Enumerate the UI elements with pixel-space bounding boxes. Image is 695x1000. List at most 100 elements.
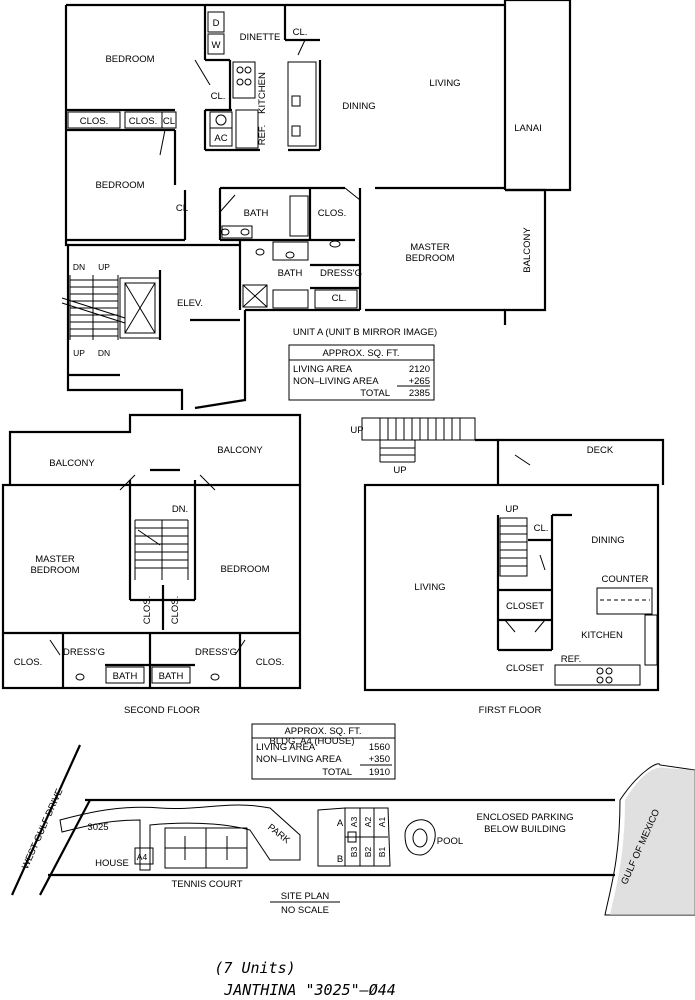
table-value: 1560 <box>369 742 390 753</box>
label-pool: POOL <box>437 836 463 847</box>
label-closet: CLOSET <box>506 601 544 612</box>
table-value: +350 <box>369 754 390 765</box>
label-bath: BATH <box>159 671 184 682</box>
first-floor-plan <box>361 417 665 692</box>
label-deck: DECK <box>587 445 614 456</box>
label-down: DN. <box>172 504 188 515</box>
label-house: HOUSE <box>95 858 129 869</box>
second-floor-caption: SECOND FLOOR <box>124 705 200 716</box>
label-unit-a1: A1 <box>377 817 387 828</box>
label-ref: REF. <box>257 125 268 146</box>
label-closet: CLOS. <box>256 657 285 668</box>
label-address: 3025 <box>87 822 108 833</box>
first-floor-caption: FIRST FLOOR <box>479 705 542 716</box>
label-parking: ENCLOSED PARKING <box>477 812 574 823</box>
label-closet: CL <box>163 116 175 127</box>
label-closet: CL <box>176 203 188 214</box>
label-unit-a2: A2 <box>363 817 373 828</box>
label-parking: BELOW BUILDING <box>484 824 566 835</box>
label-kitchen: KITCHEN <box>581 630 623 641</box>
label-closet: CLOS. <box>318 208 347 219</box>
site-plan <box>10 744 695 916</box>
label-dining: DINING <box>342 101 375 112</box>
site-plan-scale: NO SCALE <box>281 905 329 916</box>
label-bedroom: BEDROOM <box>105 54 154 65</box>
label-lanai: LANAI <box>514 123 541 134</box>
site-plan-title: SITE PLAN <box>281 891 330 902</box>
label-up: UP <box>393 465 406 476</box>
label-master-bedroom: BEDROOM <box>405 253 454 264</box>
label-unit-b2: B2 <box>363 847 373 858</box>
label-a4: A4 <box>137 852 148 862</box>
unit-a-area-table: APPROX. SQ. FT. LIVING AREA 2120 NON–LIV… <box>288 344 435 401</box>
label-closet: CLOS. <box>142 596 153 625</box>
label-closet: CL. <box>293 27 308 38</box>
label-dining: DINING <box>591 535 624 546</box>
label-bedroom: BEDROOM <box>220 564 269 575</box>
table-label: TOTAL <box>322 767 352 778</box>
table-label: NON–LIVING AREA <box>293 376 379 387</box>
unit-a-stairs <box>61 275 126 340</box>
units-note: (7 Units) <box>214 959 295 977</box>
label-bath: BATH <box>244 208 269 219</box>
label-dressing: DRESS'G <box>320 268 362 279</box>
label-master: MASTER <box>35 554 75 565</box>
label-unit-a3: A3 <box>349 817 359 828</box>
house-area-table: APPROX. SQ. FT. LIVING AREA 1560 NON–LIV… <box>251 723 396 780</box>
label-building-b: B <box>337 854 343 865</box>
label-counter: COUNTER <box>602 574 649 585</box>
label-balcony: BALCONY <box>217 445 263 456</box>
table-label: TOTAL <box>360 388 390 399</box>
label-dressing: DRESS'G <box>63 647 105 658</box>
unit-a-plan <box>61 0 572 410</box>
label-washer: W <box>212 40 221 51</box>
label-unit-b3: B3 <box>349 847 359 858</box>
table-value: 1910 <box>369 767 390 778</box>
label-closet: CLOS. <box>129 116 158 127</box>
label-up: UP <box>350 425 363 436</box>
label-closet: CL. <box>534 523 549 534</box>
label-closet: CLOS. <box>80 116 109 127</box>
label-closet: CLOSET <box>506 663 544 674</box>
label-building-a: A <box>337 818 344 829</box>
building-caption: BLDG. A4 (HOUSE) <box>270 736 355 747</box>
label-down: DN <box>98 348 110 358</box>
label-up: UP <box>505 504 518 515</box>
label-bath: BATH <box>278 268 303 279</box>
table-value: 2120 <box>409 364 430 375</box>
label-unit-b1: B1 <box>377 847 387 858</box>
label-up: UP <box>98 262 110 272</box>
label-closet: CLOS. <box>14 657 43 668</box>
label-down: DN <box>73 262 85 272</box>
unit-a-caption: UNIT A (UNIT B MIRROR IMAGE) <box>293 327 437 338</box>
table-label: LIVING AREA <box>293 364 353 375</box>
label-master-bedroom: BEDROOM <box>30 565 79 576</box>
table-label: NON–LIVING AREA <box>256 754 342 765</box>
second-floor-plan <box>1 413 302 690</box>
label-living: LIVING <box>429 78 460 89</box>
label-dinette: DINETTE <box>240 32 281 43</box>
label-balcony: BALCONY <box>49 458 95 469</box>
table-header: APPROX. SQ. FT. <box>322 348 399 359</box>
label-bath: BATH <box>113 671 138 682</box>
label-closet: CL. <box>211 91 226 102</box>
property-name: JANTHINA "3025"–Ø44 <box>223 981 396 999</box>
label-living: LIVING <box>414 582 445 593</box>
label-tennis-court: TENNIS COURT <box>171 879 242 890</box>
label-closet: CL. <box>332 293 347 304</box>
label-kitchen: KITCHEN <box>257 72 268 114</box>
label-ref: REF. <box>561 654 582 665</box>
table-value: +265 <box>409 376 430 387</box>
label-master: MASTER <box>410 242 450 253</box>
label-park: PARK <box>265 822 292 847</box>
table-value: 2385 <box>409 388 430 399</box>
label-dressing: DRESS'G <box>195 647 237 658</box>
table-label: LIVING AREA <box>256 742 316 753</box>
label-dryer: D <box>213 18 220 29</box>
label-up: UP <box>73 348 85 358</box>
label-ac: AC <box>214 133 227 144</box>
label-balcony: BALCONY <box>522 227 533 273</box>
table-header: APPROX. SQ. FT. <box>284 726 361 737</box>
label-bedroom: BEDROOM <box>95 180 144 191</box>
